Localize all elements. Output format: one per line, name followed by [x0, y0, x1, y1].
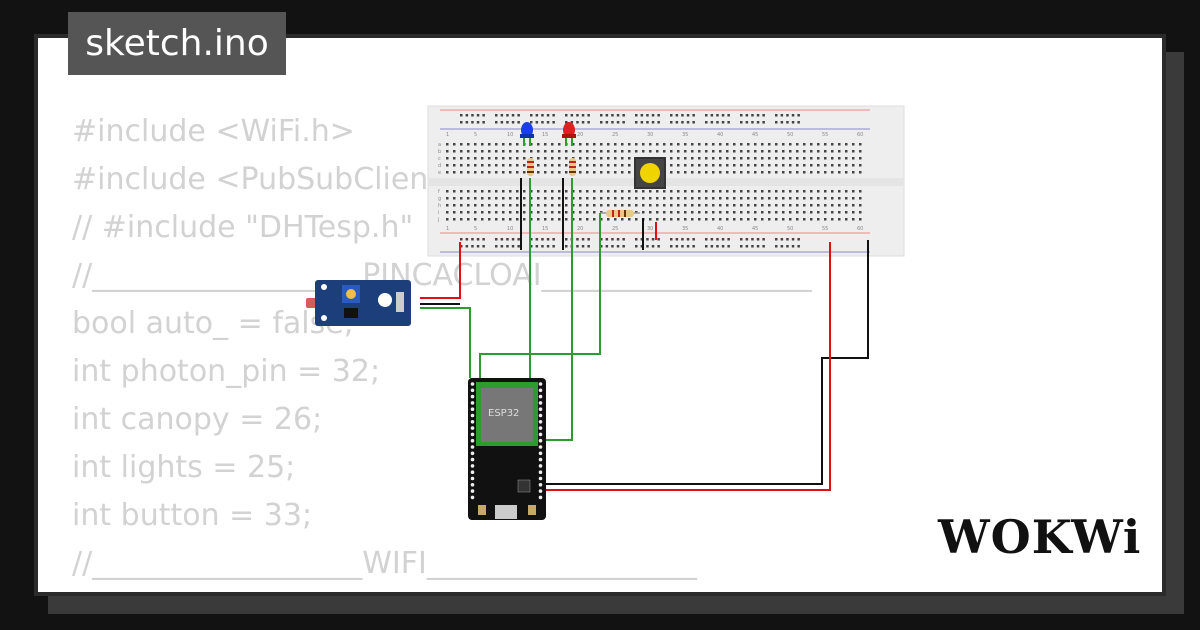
- code-line: //__________________PINCACLOAI__________…: [72, 258, 812, 293]
- column-number: 5: [474, 226, 477, 232]
- column-number: 30: [647, 226, 653, 232]
- column-number: 60: [857, 226, 863, 232]
- column-number: 1: [446, 226, 449, 232]
- code-preview: #include <WiFi.h> #include <PubSubClient…: [72, 108, 812, 588]
- column-number: 15: [542, 132, 548, 138]
- breadboard-row-letters: a b c d e f g h i j: [437, 142, 441, 223]
- column-number: 10: [507, 226, 513, 232]
- resistor[interactable]: [569, 158, 576, 176]
- code-line: #include <PubSubClient: [72, 162, 441, 197]
- code-line: int button = 33;: [72, 498, 313, 533]
- row-letter: e: [438, 170, 441, 176]
- row-letter: b: [438, 149, 441, 155]
- column-number: 50: [787, 132, 793, 138]
- column-number: 15: [542, 226, 548, 232]
- code-line: // #include "DHTesp.h": [72, 210, 414, 245]
- row-letter: j: [437, 217, 439, 223]
- resistor[interactable]: [600, 210, 640, 217]
- column-number: 50: [787, 226, 793, 232]
- column-number: 10: [507, 132, 513, 138]
- column-number: 25: [612, 226, 618, 232]
- column-number: 60: [857, 132, 863, 138]
- column-number: 1: [446, 132, 449, 138]
- code-line: #include <WiFi.h>: [72, 114, 355, 149]
- light-sensor-module[interactable]: [306, 280, 411, 326]
- row-letter: h: [438, 203, 441, 209]
- row-letter: d: [438, 163, 441, 169]
- column-number: 35: [682, 226, 688, 232]
- breadboard-holes: [446, 114, 862, 248]
- column-number: 40: [717, 132, 723, 138]
- row-letter: c: [438, 156, 441, 162]
- column-number: 30: [647, 132, 653, 138]
- esp32-board[interactable]: ESP32: [468, 378, 546, 520]
- esp32-pins: [470, 382, 543, 500]
- breadboard-column-numbers: 1 5 10 15 20 25 30 35 40 45 50 55 60 1 5…: [446, 132, 863, 232]
- push-button[interactable]: [634, 157, 666, 189]
- column-number: 20: [577, 226, 583, 232]
- row-letter: i: [438, 210, 439, 216]
- esp32-label: ESP32: [488, 408, 519, 419]
- code-line: int canopy = 26;: [72, 402, 323, 437]
- row-letter: g: [438, 196, 441, 202]
- column-number: 45: [752, 132, 758, 138]
- column-number: 45: [752, 226, 758, 232]
- column-number: 25: [612, 132, 618, 138]
- column-number: 35: [682, 132, 688, 138]
- code-line: //__________________WIFI________________…: [72, 546, 697, 581]
- column-number: 55: [822, 132, 828, 138]
- column-number: 55: [822, 226, 828, 232]
- code-line: int lights = 25;: [72, 450, 296, 485]
- resistor[interactable]: [527, 158, 534, 176]
- column-number: 5: [474, 132, 477, 138]
- column-number: 20: [577, 132, 583, 138]
- blue-led[interactable]: [520, 122, 534, 146]
- wokwi-logo: WOKWi: [938, 510, 1142, 564]
- red-led[interactable]: [562, 122, 576, 146]
- code-line: int photon_pin = 32;: [72, 354, 381, 389]
- row-letter: a: [438, 142, 441, 148]
- row-letter: f: [438, 189, 440, 195]
- file-tab[interactable]: sketch.ino: [68, 12, 286, 75]
- column-number: 40: [717, 226, 723, 232]
